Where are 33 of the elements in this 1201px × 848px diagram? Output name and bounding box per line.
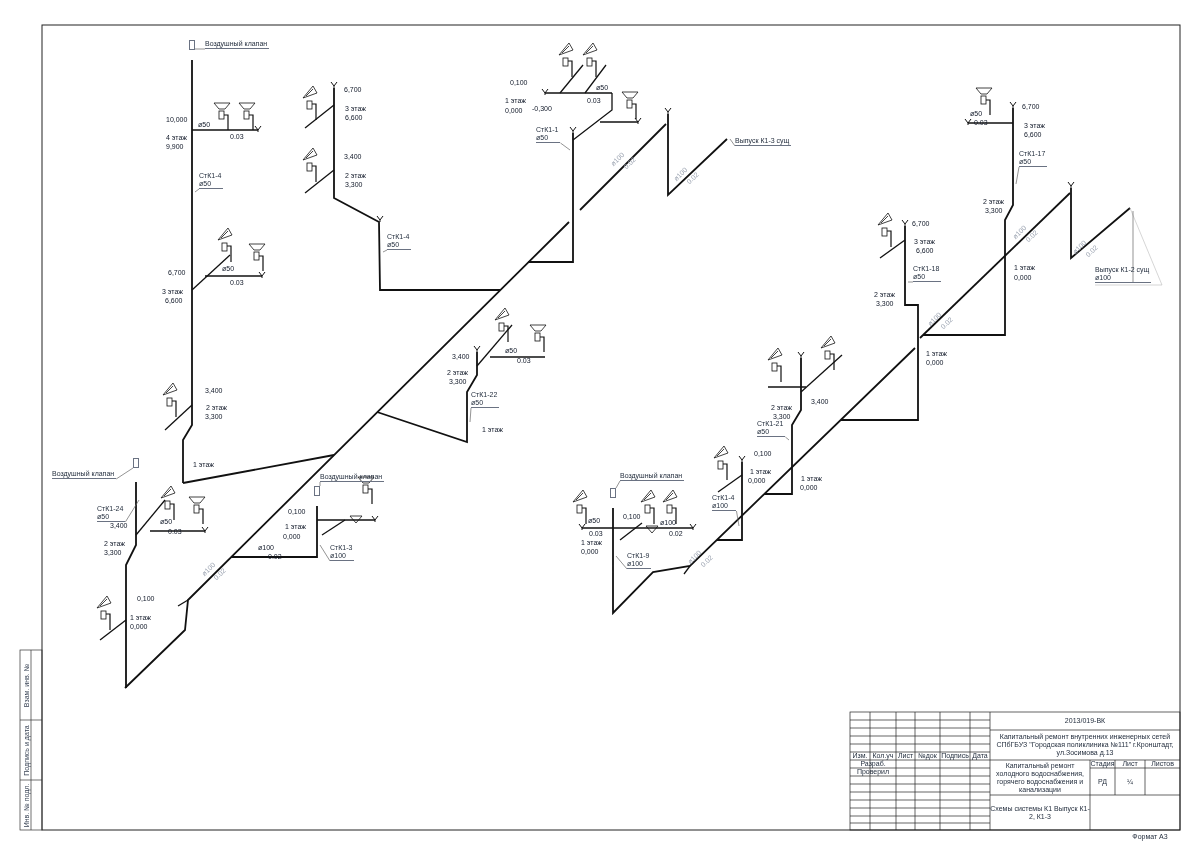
leader-line — [382, 249, 388, 253]
leader-line — [194, 48, 206, 50]
callout-label — [330, 544, 355, 561]
callout-label — [471, 391, 500, 408]
leader-line — [1015, 166, 1020, 185]
leader-line — [615, 555, 628, 570]
leader-line — [736, 510, 740, 527]
leader-line — [125, 499, 140, 523]
leader-line — [729, 138, 736, 147]
leader-line — [319, 481, 321, 487]
air-valve — [610, 488, 616, 498]
leader-line — [907, 281, 914, 283]
leader-line — [1132, 210, 1134, 284]
callout-label — [536, 126, 561, 143]
air-valve — [314, 486, 320, 496]
callout-label — [757, 420, 786, 437]
callout-label — [387, 233, 412, 250]
leader-line — [785, 436, 790, 441]
callout-label — [712, 494, 737, 511]
callout-label — [199, 172, 224, 189]
callout-label — [1095, 266, 1152, 283]
callout-label — [97, 505, 126, 522]
callout-label — [627, 552, 652, 569]
leader-line — [615, 480, 621, 489]
callout-label — [1019, 150, 1048, 167]
leader-line — [560, 142, 571, 151]
leader-line — [319, 544, 331, 562]
callout-label — [913, 265, 942, 282]
air-valve — [189, 40, 195, 50]
leader-line — [194, 188, 200, 193]
air-valve — [133, 458, 139, 468]
leader-line — [469, 407, 472, 423]
leader-line — [115, 467, 134, 480]
